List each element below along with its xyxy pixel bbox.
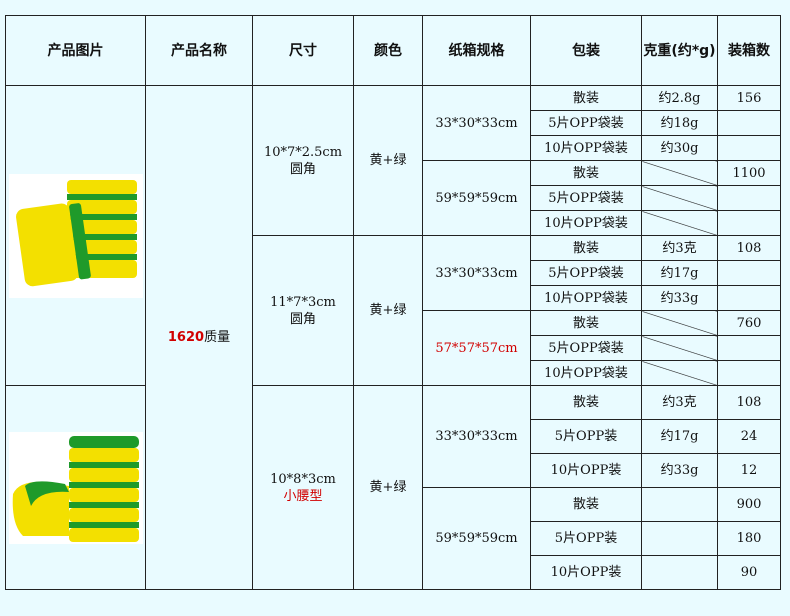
count-cell [717, 285, 781, 311]
table-row: 10*8*3cm 小腰型 黄+绿 33*30*33cm 散装 约3克 108 [5, 385, 781, 590]
weight-cell-empty [641, 335, 718, 361]
color-cell-2: 黄+绿 [353, 235, 423, 386]
weight-cell: 约3克 [641, 385, 718, 420]
weight-cell: 约3克 [641, 235, 718, 261]
weight-cell: 约18g [641, 110, 718, 136]
table-row: 10片OPP装 90 [6, 555, 781, 590]
table-row: 5片OPP袋装 [6, 185, 781, 211]
count-cell: 760 [717, 310, 781, 336]
pack-cell: 10片OPP袋装 [530, 360, 642, 386]
weight-cell-empty [641, 185, 718, 211]
count-cell: 108 [717, 235, 781, 261]
weight-cell [641, 487, 718, 522]
count-cell [717, 210, 781, 236]
count-cell [717, 110, 781, 136]
sponge-stack-image [8, 173, 143, 298]
count-cell: 180 [717, 521, 781, 556]
count-cell [717, 360, 781, 386]
weight-cell-empty [641, 310, 718, 336]
count-cell [717, 185, 781, 211]
pack-cell: 5片OPP袋装 [530, 260, 642, 286]
carton-cell-2: 59*59*59cm [422, 160, 531, 236]
pack-cell: 5片OPP装 [530, 521, 642, 556]
header-row: 产品图片 产品名称 尺寸 颜色 纸箱规格 包装 克重(约*g) 装箱数 [5, 15, 781, 86]
weight-cell [641, 555, 718, 590]
table-row: 10片OPP袋装 [6, 210, 781, 236]
size-cell-1: 10*7*2.5cm 圆角 [252, 85, 354, 236]
weight-cell-empty [641, 360, 718, 386]
product-name-suffix: 质量 [204, 330, 231, 345]
pack-cell: 10片OPP袋装 [530, 135, 642, 161]
table-row: 10片OPP袋装 [6, 360, 781, 386]
weight-cell: 约33g [641, 453, 718, 488]
size-shape: 小腰型 [283, 488, 323, 504]
pack-cell: 5片OPP装 [530, 419, 642, 454]
size-cell-2: 11*7*3cm 圆角 [252, 235, 354, 386]
weight-cell: 约2.8g [641, 85, 718, 111]
product-image-cell-2 [5, 385, 146, 590]
header-carton-count: 装箱数 [717, 15, 781, 86]
color-cell-3: 黄+绿 [353, 385, 423, 590]
pack-cell: 5片OPP袋装 [530, 110, 642, 136]
count-cell: 108 [717, 385, 781, 420]
header-product-image: 产品图片 [5, 15, 146, 86]
carton-cell-4: 57*57*57cm [422, 310, 531, 386]
count-cell: 90 [717, 555, 781, 590]
pack-cell: 10片OPP装 [530, 453, 642, 488]
count-cell [717, 260, 781, 286]
product-spec-table: 产品图片 产品名称 尺寸 颜色 纸箱规格 包装 克重(约*g) 装箱数 [5, 15, 781, 590]
pack-cell: 散装 [530, 385, 642, 420]
count-cell [717, 335, 781, 361]
count-cell: 24 [717, 419, 781, 454]
weight-cell: 约33g [641, 285, 718, 311]
header-color: 颜色 [353, 15, 423, 86]
count-cell: 1100 [717, 160, 781, 186]
product-image-cell-1 [5, 85, 146, 386]
size-shape: 圆角 [289, 161, 316, 177]
count-cell [717, 135, 781, 161]
carton-cell-6: 59*59*59cm [422, 487, 531, 590]
count-cell: 156 [717, 85, 781, 111]
header-size: 尺寸 [252, 15, 354, 86]
color-cell-1: 黄+绿 [353, 85, 423, 236]
waist-sponge-image [8, 431, 143, 544]
weight-cell-empty [641, 160, 718, 186]
pack-cell: 10片OPP袋装 [530, 210, 642, 236]
pack-cell: 10片OPP装 [530, 555, 642, 590]
carton-cell-5: 33*30*33cm [422, 385, 531, 488]
weight-cell: 约30g [641, 135, 718, 161]
size-dimension: 10*7*2.5cm [263, 144, 343, 160]
header-weight: 克重(约*g) [641, 15, 718, 86]
table-row: 59*59*59cm 散装 900 [6, 487, 781, 590]
product-name-cell: 1620质量 [145, 85, 253, 590]
pack-cell: 散装 [530, 310, 642, 336]
carton-cell-3: 33*30*33cm [422, 235, 531, 311]
table-row: 1620质量 10*7*2.5cm 圆角 黄+绿 33*30*33cm 散装 约… [5, 85, 781, 590]
pack-cell: 散装 [530, 487, 642, 522]
header-product-name: 产品名称 [145, 15, 253, 86]
pack-cell: 散装 [530, 85, 642, 111]
table-row: 5片OPP装 180 [6, 521, 781, 556]
pack-cell: 散装 [530, 160, 642, 186]
product-model: 1620 [167, 330, 205, 345]
pack-cell: 5片OPP袋装 [530, 185, 642, 211]
weight-cell [641, 521, 718, 556]
count-cell: 12 [717, 453, 781, 488]
header-carton-spec: 纸箱规格 [422, 15, 531, 86]
pack-cell: 10片OPP袋装 [530, 285, 642, 311]
pack-cell: 散装 [530, 235, 642, 261]
carton-cell-1: 33*30*33cm [422, 85, 531, 161]
pack-cell: 5片OPP袋装 [530, 335, 642, 361]
size-shape: 圆角 [289, 311, 316, 327]
weight-cell-empty [641, 210, 718, 236]
header-packaging: 包装 [530, 15, 642, 86]
size-dimension: 10*8*3cm [270, 471, 336, 487]
size-cell-3: 10*8*3cm 小腰型 [252, 385, 354, 590]
weight-cell: 约17g [641, 260, 718, 286]
weight-cell: 约17g [641, 419, 718, 454]
count-cell: 900 [717, 487, 781, 522]
table-row: 10片OPP袋装 约33g [6, 285, 781, 311]
size-dimension: 11*7*3cm [270, 294, 336, 310]
